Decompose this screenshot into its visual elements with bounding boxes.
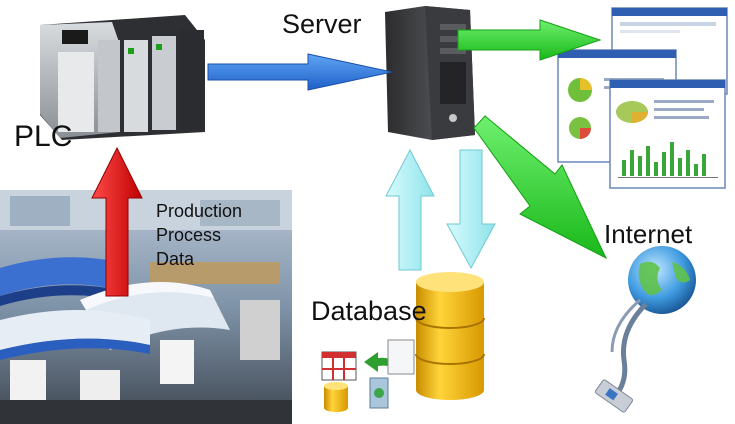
server-to-reports-arrow bbox=[457, 19, 602, 61]
database-to-server-arrow bbox=[385, 148, 435, 271]
production-data-label-line-1: Production bbox=[156, 201, 243, 221]
globe-network-icon bbox=[594, 246, 696, 413]
plc-device-icon bbox=[40, 15, 205, 140]
plc-label: PLC bbox=[14, 120, 73, 153]
plc-to-server-arrow bbox=[207, 53, 393, 91]
factory-bottling-line-photo bbox=[0, 190, 292, 424]
server-to-database-arrow bbox=[446, 149, 496, 270]
server-tower-icon bbox=[385, 6, 475, 140]
production-data-up-arrow bbox=[91, 146, 143, 297]
database-cylinders-icon bbox=[321, 272, 485, 412]
server-label: Server bbox=[282, 9, 362, 39]
production-data-label-line-3: Data bbox=[156, 249, 195, 269]
internet-label: Internet bbox=[604, 219, 693, 249]
database-label: Database bbox=[311, 296, 427, 326]
production-data-label-line-2: Process bbox=[156, 225, 222, 245]
report-windows-icon bbox=[557, 7, 728, 189]
server-to-internet-arrow bbox=[473, 115, 608, 260]
